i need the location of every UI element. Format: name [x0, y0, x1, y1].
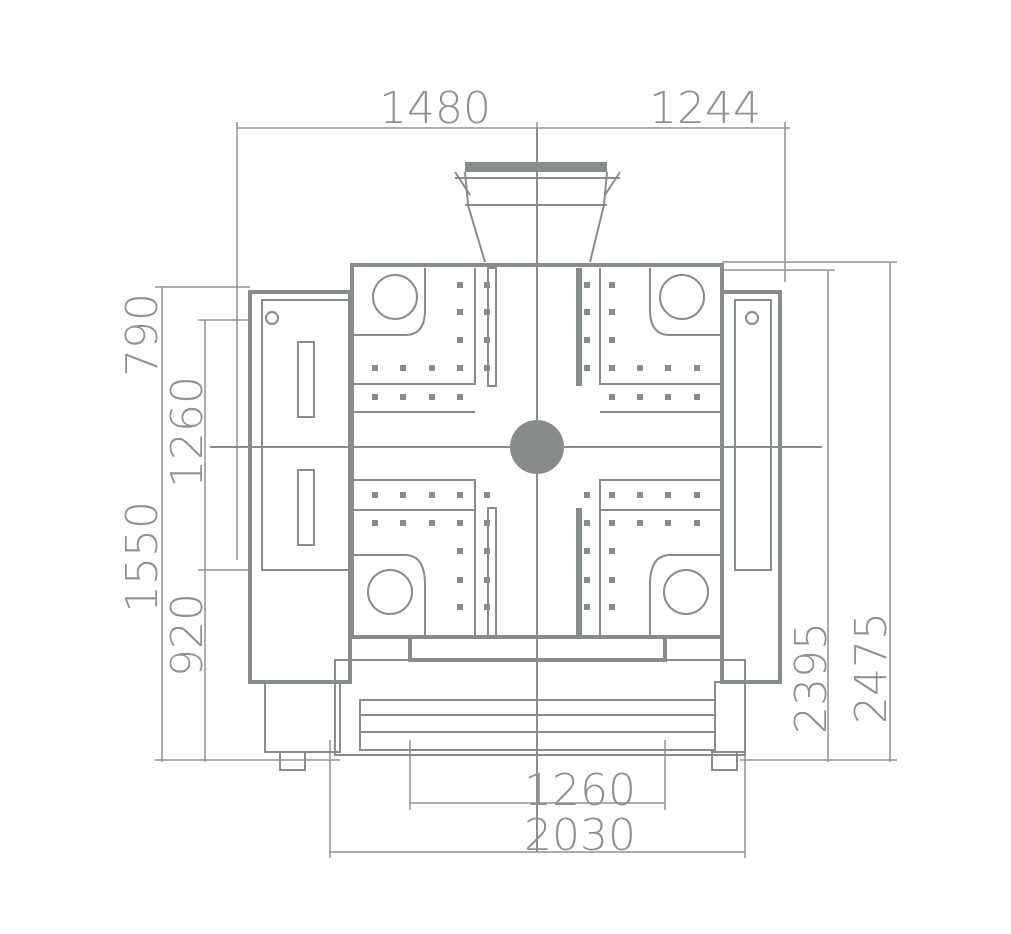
bolt-hole: [637, 365, 643, 371]
bolt-hole: [457, 337, 463, 343]
dim-2395: 2395: [786, 622, 837, 734]
bolt-hole: [665, 520, 671, 526]
dim-2475: 2475: [846, 612, 897, 724]
bolt-pattern: [372, 282, 700, 610]
bolt-hole: [372, 492, 378, 498]
bolt-hole: [694, 492, 700, 498]
bolt-hole: [584, 337, 590, 343]
nozzle-hole: [510, 420, 564, 474]
bolt-hole: [637, 520, 643, 526]
bolt-hole: [584, 309, 590, 315]
hopper: [454, 162, 621, 263]
bolt-hole: [609, 604, 615, 610]
bolt-hole: [665, 394, 671, 400]
bolt-hole: [429, 365, 435, 371]
bolt-hole: [584, 365, 590, 371]
bolt-hole: [484, 309, 490, 315]
bolt-hole: [372, 394, 378, 400]
bolt-hole: [609, 492, 615, 498]
bolt-hole: [484, 365, 490, 371]
bolt-hole: [694, 365, 700, 371]
bolt-hole: [484, 492, 490, 498]
bolt-hole: [609, 365, 615, 371]
bolt-hole: [484, 282, 490, 288]
bolt-hole: [584, 548, 590, 554]
bolt-hole: [484, 577, 490, 583]
dim-2030: 2030: [524, 810, 636, 861]
bolt-hole: [400, 520, 406, 526]
bolt-hole: [637, 394, 643, 400]
bolt-hole: [665, 365, 671, 371]
bolt-hole: [609, 577, 615, 583]
side-frames: [248, 290, 782, 684]
bolt-hole: [429, 520, 435, 526]
dim-1244: 1244: [649, 83, 761, 134]
center-lines: [210, 128, 822, 852]
bolt-hole: [372, 520, 378, 526]
dim-920: 920: [162, 593, 213, 677]
bolt-hole: [584, 492, 590, 498]
dim-1550: 1550: [117, 501, 168, 613]
dim-1260-bottom: 1260: [524, 765, 636, 816]
bolt-hole: [457, 520, 463, 526]
bolt-hole: [457, 365, 463, 371]
bolt-hole: [400, 365, 406, 371]
bolt-hole: [694, 394, 700, 400]
bolt-hole: [372, 365, 378, 371]
bolt-hole: [429, 492, 435, 498]
bolt-hole: [584, 577, 590, 583]
bolt-hole: [609, 520, 615, 526]
bolt-hole: [609, 548, 615, 554]
bolt-hole: [609, 309, 615, 315]
bolt-hole: [457, 309, 463, 315]
bolt-hole: [484, 337, 490, 343]
bolt-hole: [457, 577, 463, 583]
bolt-hole: [457, 492, 463, 498]
dimension-labels: 1480 1244 1260 2030 790 1260 1550 920 23…: [117, 83, 897, 861]
bolt-hole: [400, 492, 406, 498]
base-unit: [264, 637, 746, 771]
bolt-hole: [637, 492, 643, 498]
bolt-hole: [400, 394, 406, 400]
bolt-hole: [609, 337, 615, 343]
bolt-hole: [665, 492, 671, 498]
bolt-hole: [484, 548, 490, 554]
bolt-hole: [484, 520, 490, 526]
bolt-hole: [584, 520, 590, 526]
bolt-hole: [694, 520, 700, 526]
bolt-hole: [609, 394, 615, 400]
bolt-hole: [584, 282, 590, 288]
bolt-hole: [457, 548, 463, 554]
bolt-hole: [457, 282, 463, 288]
bolt-hole: [584, 604, 590, 610]
bolt-hole: [484, 604, 490, 610]
dim-1480: 1480: [379, 83, 491, 134]
bolt-hole: [429, 394, 435, 400]
bolt-hole: [457, 394, 463, 400]
dim-1260-left: 1260: [162, 376, 213, 488]
dim-790: 790: [117, 293, 168, 377]
dimension-lines: [155, 122, 897, 858]
bolt-hole: [609, 282, 615, 288]
bolt-hole: [457, 604, 463, 610]
